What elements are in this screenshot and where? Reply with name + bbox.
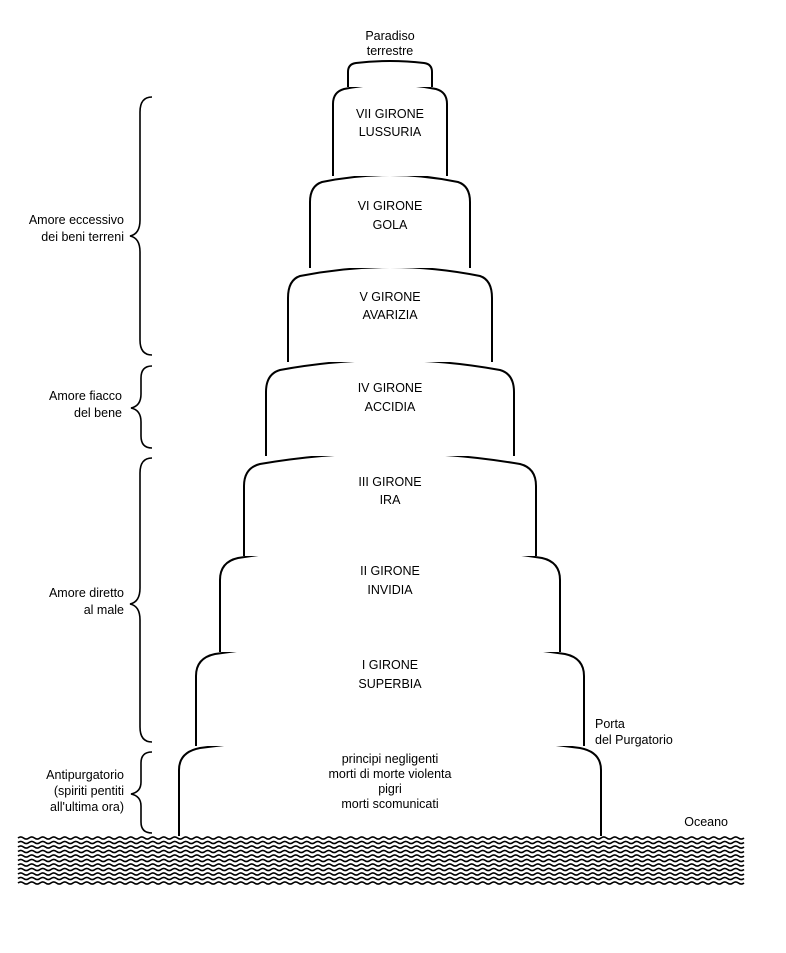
ocean-waves bbox=[17, 836, 745, 885]
ocean-wave-line bbox=[17, 840, 745, 845]
group-label-line: Amore fiacco bbox=[49, 389, 122, 403]
terrace-label-antipurgatorio: principi negligenti morti di morte viole… bbox=[329, 752, 452, 811]
ocean-wave-line bbox=[17, 849, 745, 854]
ocean-wave-line bbox=[17, 858, 745, 863]
ocean-wave-line bbox=[17, 845, 745, 849]
terrace-label-line: AVARIZIA bbox=[362, 308, 418, 322]
ocean-label: Oceano bbox=[684, 815, 728, 829]
terrace-label-line: principi negligenti bbox=[342, 752, 439, 766]
terrace-label-girone-3: III GIRONE IRA bbox=[358, 475, 421, 507]
terrace-label-line: II GIRONE bbox=[360, 564, 420, 578]
terrace-label-line: morti di morte violenta bbox=[329, 767, 452, 781]
summit-label: Paradiso terrestre bbox=[365, 29, 414, 58]
terrace-label-line: IRA bbox=[380, 493, 402, 507]
mountain-tiers bbox=[178, 60, 602, 836]
terrace-label-line: V GIRONE bbox=[359, 290, 420, 304]
terrace-label-line: III GIRONE bbox=[358, 475, 421, 489]
group-label-line: all'ultima ora) bbox=[50, 800, 124, 814]
group-label-amore-diretto: Amore diretto al male bbox=[49, 586, 124, 617]
ocean-wave-line bbox=[17, 872, 745, 876]
brace-antipurgatorio bbox=[130, 751, 153, 834]
group-label-amore-fiacco: Amore fiacco del bene bbox=[49, 389, 122, 420]
terrace-label-line: morti scomunicati bbox=[341, 797, 438, 811]
terrace-label-girone-2: II GIRONE INVIDIA bbox=[360, 564, 420, 597]
brace-amore-diretto bbox=[129, 457, 153, 743]
summit-label-line: terrestre bbox=[367, 44, 414, 58]
terrace-label-girone-1: I GIRONE SUPERBIA bbox=[358, 658, 422, 691]
gate-label-line: Porta bbox=[595, 717, 625, 731]
group-label-line: al male bbox=[84, 603, 124, 617]
group-label-amore-eccessivo: Amore eccessivo dei beni terreni bbox=[29, 213, 124, 244]
tier-paradiso-terrestre bbox=[347, 60, 433, 87]
terrace-label-line: GOLA bbox=[373, 218, 408, 232]
terrace-label-line: VII GIRONE bbox=[356, 107, 424, 121]
terrace-label-line: INVIDIA bbox=[367, 583, 413, 597]
ocean-wave-line bbox=[17, 863, 745, 867]
summit-label-line: Paradiso bbox=[365, 29, 414, 43]
terrace-label-line: VI GIRONE bbox=[358, 199, 423, 213]
ocean-wave-line bbox=[17, 876, 745, 881]
terrace-label-line: I GIRONE bbox=[362, 658, 418, 672]
tier-girone-1 bbox=[195, 640, 585, 746]
brace-amore-eccessivo bbox=[129, 96, 153, 356]
group-label-line: (spiriti pentiti bbox=[54, 784, 124, 798]
terrace-label-girone-6: VI GIRONE GOLA bbox=[358, 199, 423, 232]
terrace-label-line: SUPERBIA bbox=[358, 677, 422, 691]
terrace-label-line: ACCIDIA bbox=[365, 400, 416, 414]
gate-label-line: del Purgatorio bbox=[595, 733, 673, 747]
ocean-wave-line bbox=[17, 854, 745, 858]
group-label-line: Antipurgatorio bbox=[46, 768, 124, 782]
group-label-antipurgatorio: Antipurgatorio (spiriti pentiti all'ulti… bbox=[46, 768, 124, 814]
ocean-wave-line bbox=[17, 836, 745, 840]
group-label-line: dei beni terreni bbox=[41, 230, 124, 244]
group-label-line: del bene bbox=[74, 406, 122, 420]
group-label-line: Amore diretto bbox=[49, 586, 124, 600]
terrace-label-girone-5: V GIRONE AVARIZIA bbox=[359, 290, 420, 322]
terrace-label-line: LUSSURIA bbox=[359, 125, 422, 139]
ocean-wave-line bbox=[17, 881, 745, 885]
group-label-line: Amore eccessivo bbox=[29, 213, 124, 227]
gate-label: Porta del Purgatorio bbox=[595, 717, 673, 747]
terrace-label-girone-4: IV GIRONE ACCIDIA bbox=[358, 381, 423, 414]
terrace-label-line: pigri bbox=[378, 782, 402, 796]
terrace-label-line: IV GIRONE bbox=[358, 381, 423, 395]
ocean-wave-line bbox=[17, 867, 745, 872]
brace-amore-fiacco bbox=[130, 365, 153, 449]
terrace-label-girone-7: VII GIRONE LUSSURIA bbox=[356, 107, 424, 139]
tier-girone-2 bbox=[219, 545, 561, 652]
